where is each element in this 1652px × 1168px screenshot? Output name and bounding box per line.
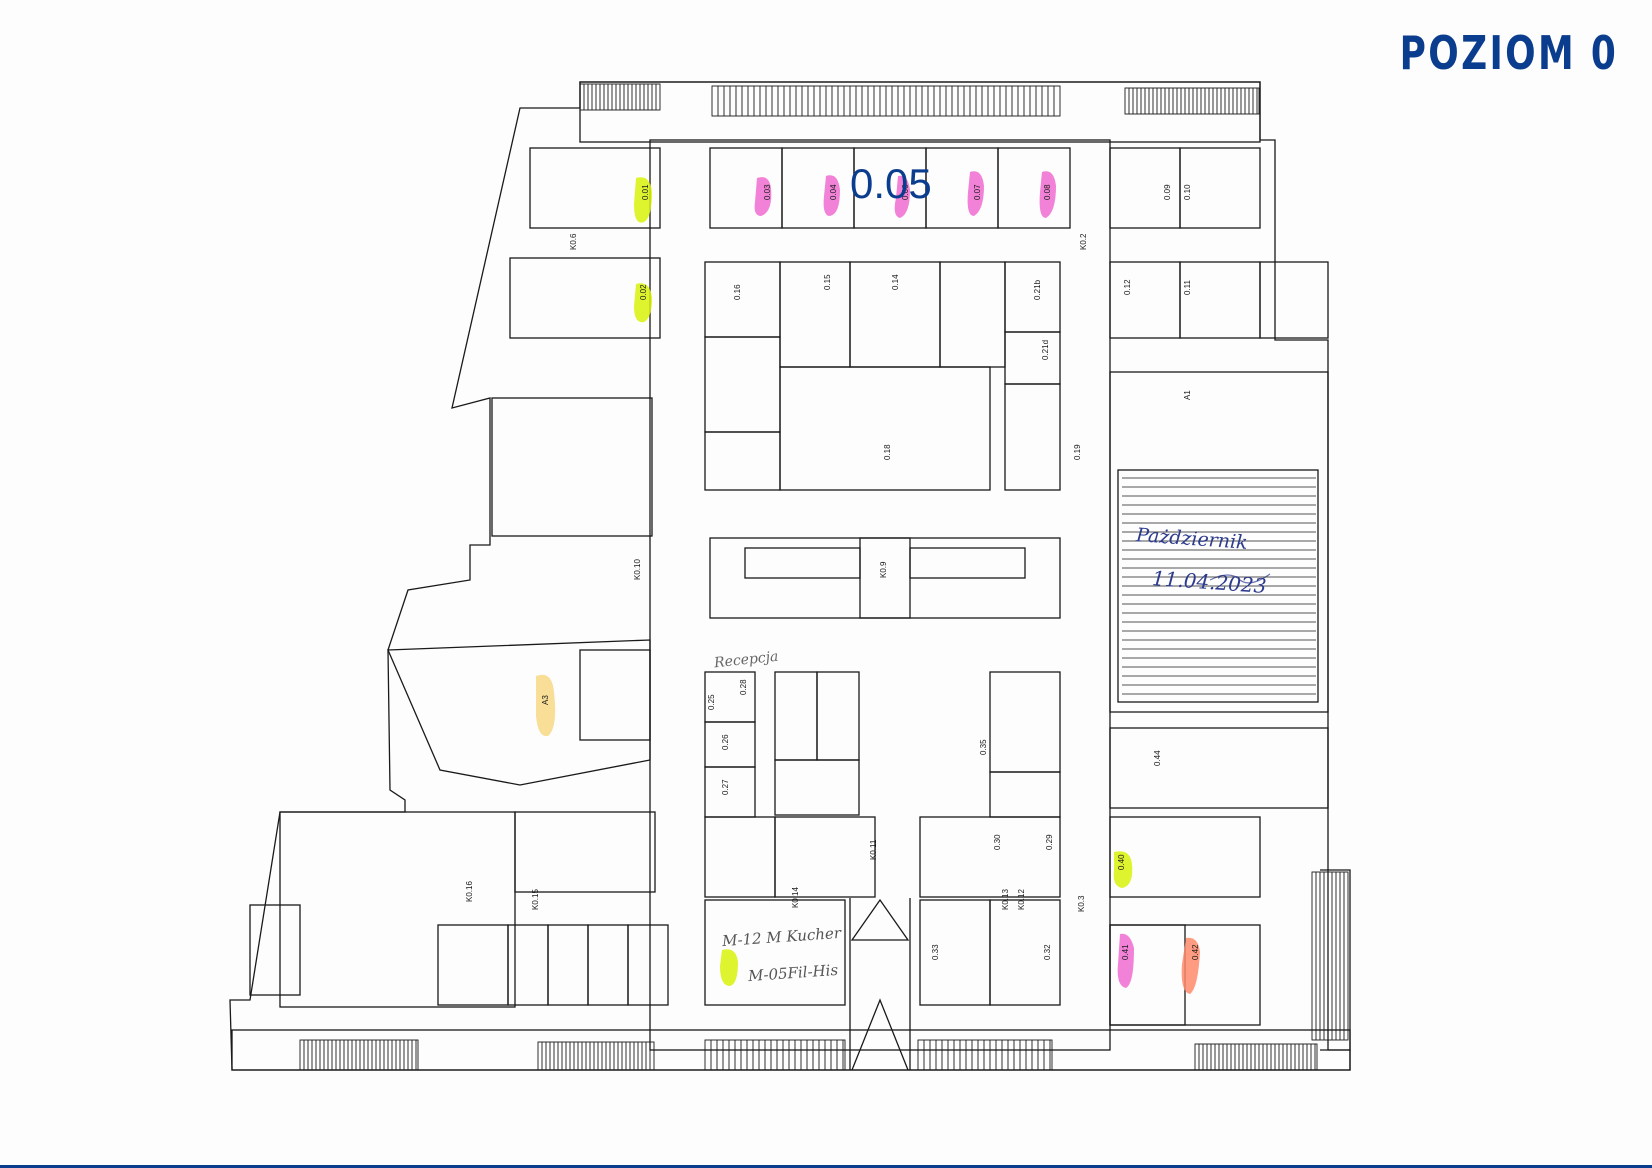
label-0-18: 0.18 <box>883 444 892 460</box>
label-0-06: 0.06 <box>901 184 910 200</box>
vent-strip-bottom-2 <box>537 1041 655 1071</box>
label-0-40: 0.40 <box>1117 854 1126 870</box>
vent-strip-top-center <box>711 85 1061 117</box>
label-k0-2: K0.2 <box>1079 233 1088 250</box>
label-0-07: 0.07 <box>973 184 982 200</box>
label-0-10: 0.10 <box>1183 184 1192 200</box>
label-0-21d: 0.21d <box>1041 340 1050 360</box>
label-k0-9: K0.9 <box>879 561 888 578</box>
highlight-pink-0-08 <box>1039 171 1056 218</box>
label-k0-12: K0.12 <box>1017 889 1026 910</box>
vent-strip-top-right <box>1124 87 1260 115</box>
label-k0-14: K0.14 <box>791 887 800 908</box>
handwriting-scribbles <box>1209 573 1271 584</box>
highlight-yellow-0-40 <box>1113 851 1133 888</box>
label-0-12: 0.12 <box>1123 279 1132 295</box>
label-0-35: 0.35 <box>979 739 988 755</box>
label-0-09: 0.09 <box>1163 184 1172 200</box>
vent-strip-bottom-5 <box>1194 1043 1318 1071</box>
highlight-amber-a3 <box>536 674 556 737</box>
highlight-yellow-0-39 <box>720 949 738 986</box>
vent-strip-bottom-4 <box>917 1039 1053 1071</box>
label-0-33: 0.33 <box>931 944 940 960</box>
label-0-04: 0.04 <box>829 184 838 200</box>
highlighted-room-number: 0.05 <box>850 160 932 207</box>
label-k0-3: K0.3 <box>1077 895 1086 912</box>
label-0-26: 0.26 <box>721 734 730 750</box>
highlight-pink-0-06 <box>894 175 910 218</box>
label-k0-6: K0.6 <box>569 233 578 250</box>
vent-strip-bottom-3 <box>704 1039 846 1071</box>
highlight-orange-0-42 <box>1181 937 1200 994</box>
label-0-42: 0.42 <box>1191 944 1200 960</box>
label-a1: A1 <box>1183 390 1192 400</box>
label-k0-10: K0.10 <box>633 559 642 580</box>
highlight-pink-0-41 <box>1117 933 1134 988</box>
label-a3: A3 <box>541 695 550 705</box>
label-0-15: 0.15 <box>823 274 832 290</box>
label-0-21b: 0.21b <box>1033 279 1042 300</box>
label-0-25: 0.25 <box>707 694 716 710</box>
auditorium-a1-seating <box>1122 477 1316 695</box>
label-0-08: 0.08 <box>1043 184 1052 200</box>
label-0-29: 0.29 <box>1045 834 1054 850</box>
central-hall <box>649 139 1111 1051</box>
page-bottom-border <box>0 1165 1652 1168</box>
label-k0-16: K0.16 <box>465 881 474 902</box>
label-0-02: 0.01 <box>641 184 650 200</box>
label-0-14: 0.14 <box>891 274 900 290</box>
vent-strip-top-left <box>579 83 661 111</box>
label-0-16: 0.16 <box>733 284 742 300</box>
label-0-27: 0.27 <box>721 779 730 795</box>
label-0-03: 0.03 <box>763 184 772 200</box>
label-0-28: 0.28 <box>739 679 748 695</box>
label-k0-15: K0.15 <box>531 889 540 910</box>
label-0-30: 0.30 <box>993 834 1002 850</box>
label-0-19: 0.19 <box>1073 444 1082 460</box>
label-0-41: 0.41 <box>1121 944 1130 960</box>
label-k0-13: K0.13 <box>1001 889 1010 910</box>
level-title: POZIOM 0 <box>1399 26 1618 80</box>
highlight-yellow-0-01 <box>634 283 652 323</box>
label-0-32: 0.32 <box>1043 944 1052 960</box>
room-highlights <box>536 171 1200 994</box>
highlight-yellow-0-02 <box>634 177 652 223</box>
highlight-pink-0-07 <box>967 171 984 216</box>
vent-strip-right <box>1311 871 1349 1041</box>
label-0-11: 0.11 <box>1183 279 1192 295</box>
highlight-pink-0-03 <box>754 177 772 216</box>
top-band <box>579 81 1261 143</box>
highlight-pink-0-04 <box>823 175 840 216</box>
label-0-44: 0.44 <box>1153 750 1162 766</box>
label-k0-11: K0.11 <box>869 839 878 860</box>
vent-strip-bottom-1 <box>299 1039 419 1071</box>
label-0-01: 0.02 <box>639 284 648 300</box>
